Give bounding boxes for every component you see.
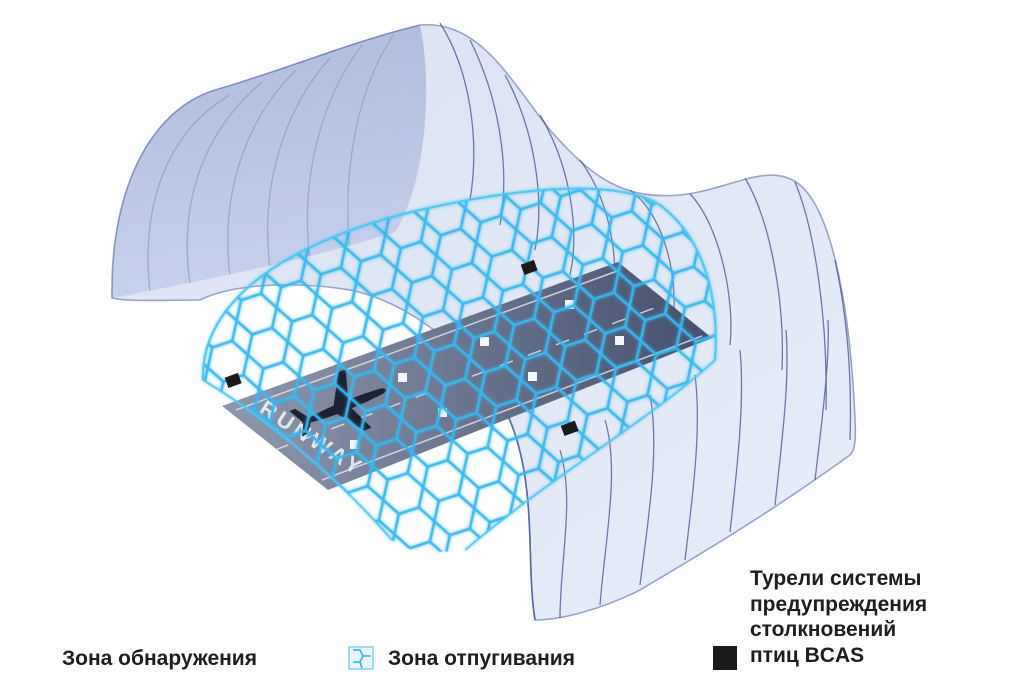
legend-bcas-turrets: Турели системы предупреждения столкновен… <box>750 566 927 668</box>
legend-detection-zone: Зона обнаружения <box>62 647 257 670</box>
legend-bcas-line: предупреждения <box>750 592 928 616</box>
hex-mesh-icon <box>348 646 374 670</box>
legend-bcas-line: птиц BCAS <box>750 643 865 667</box>
legend-bcas-line: столкновений <box>750 618 897 642</box>
bcas-turrets <box>224 259 579 437</box>
turret-top <box>520 259 538 276</box>
turret-left <box>224 372 242 389</box>
turret-right <box>560 420 579 437</box>
legend-scare-zone: Зона отпугивания <box>388 647 575 670</box>
black-square-icon <box>713 646 737 670</box>
legend-bcas-line: Турели системы <box>750 567 922 590</box>
